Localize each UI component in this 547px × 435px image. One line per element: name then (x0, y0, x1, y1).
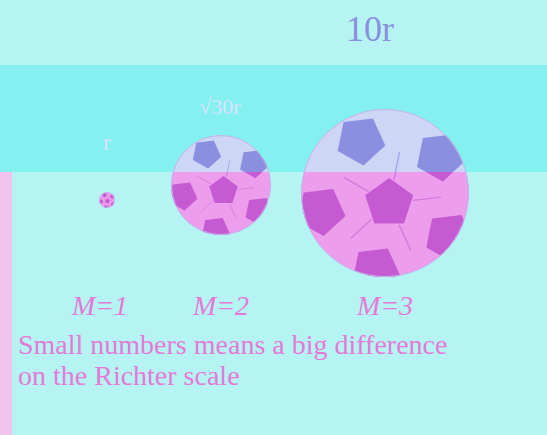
caption: Small numbers means a big difference on … (18, 330, 458, 392)
ball-patch (240, 172, 268, 178)
ball-seam (351, 219, 372, 238)
ball-seam (103, 199, 105, 200)
ball-seam (394, 172, 400, 180)
ball-outline (172, 136, 271, 235)
ball-outline (302, 110, 469, 277)
radius-label: √30r (199, 95, 240, 119)
ball-half (298, 172, 474, 296)
ball-seam (107, 196, 109, 199)
ball-half (298, 109, 474, 172)
ball-half (169, 135, 274, 172)
ball-seam (197, 176, 212, 184)
ball-patch (417, 135, 465, 172)
soccer-balls (99, 109, 474, 296)
ball-seam (229, 204, 236, 219)
ball-seam (110, 200, 113, 201)
ball-seam (238, 187, 255, 189)
ball-seam (201, 201, 213, 212)
soccer-ball (99, 192, 116, 210)
magnitude-label: M=2 (193, 291, 249, 322)
left-strip (0, 172, 12, 435)
magnitude-label: M=3 (357, 291, 413, 322)
ball-patch (426, 215, 474, 262)
ball-seam (108, 203, 109, 205)
ball-half (99, 192, 116, 210)
ball-patch (193, 141, 221, 169)
ball-patch (338, 119, 386, 166)
soccer-ball (169, 135, 274, 246)
ball-patch (417, 172, 465, 182)
ball-patch (209, 176, 238, 203)
ball-body (301, 109, 469, 172)
ball-seam (226, 172, 229, 177)
radius-label: r (103, 129, 111, 155)
radius-label: 10r (346, 10, 394, 50)
top-band (0, 65, 547, 172)
ball-seam (344, 177, 369, 191)
soccer-ball (298, 109, 474, 296)
ball-patch (365, 178, 413, 224)
ball-half (169, 172, 274, 246)
ball-body (171, 135, 271, 172)
ball-seam (394, 152, 400, 172)
ball-seam (399, 225, 411, 251)
ball-seam (104, 203, 106, 205)
ball-patch (298, 189, 346, 236)
ball-patch (105, 199, 110, 203)
ball-outline (100, 193, 115, 208)
ball-patch (246, 198, 274, 226)
magnitude-label: M=1 (72, 291, 128, 322)
ball-seam (413, 197, 441, 200)
ball-seam (226, 161, 229, 172)
